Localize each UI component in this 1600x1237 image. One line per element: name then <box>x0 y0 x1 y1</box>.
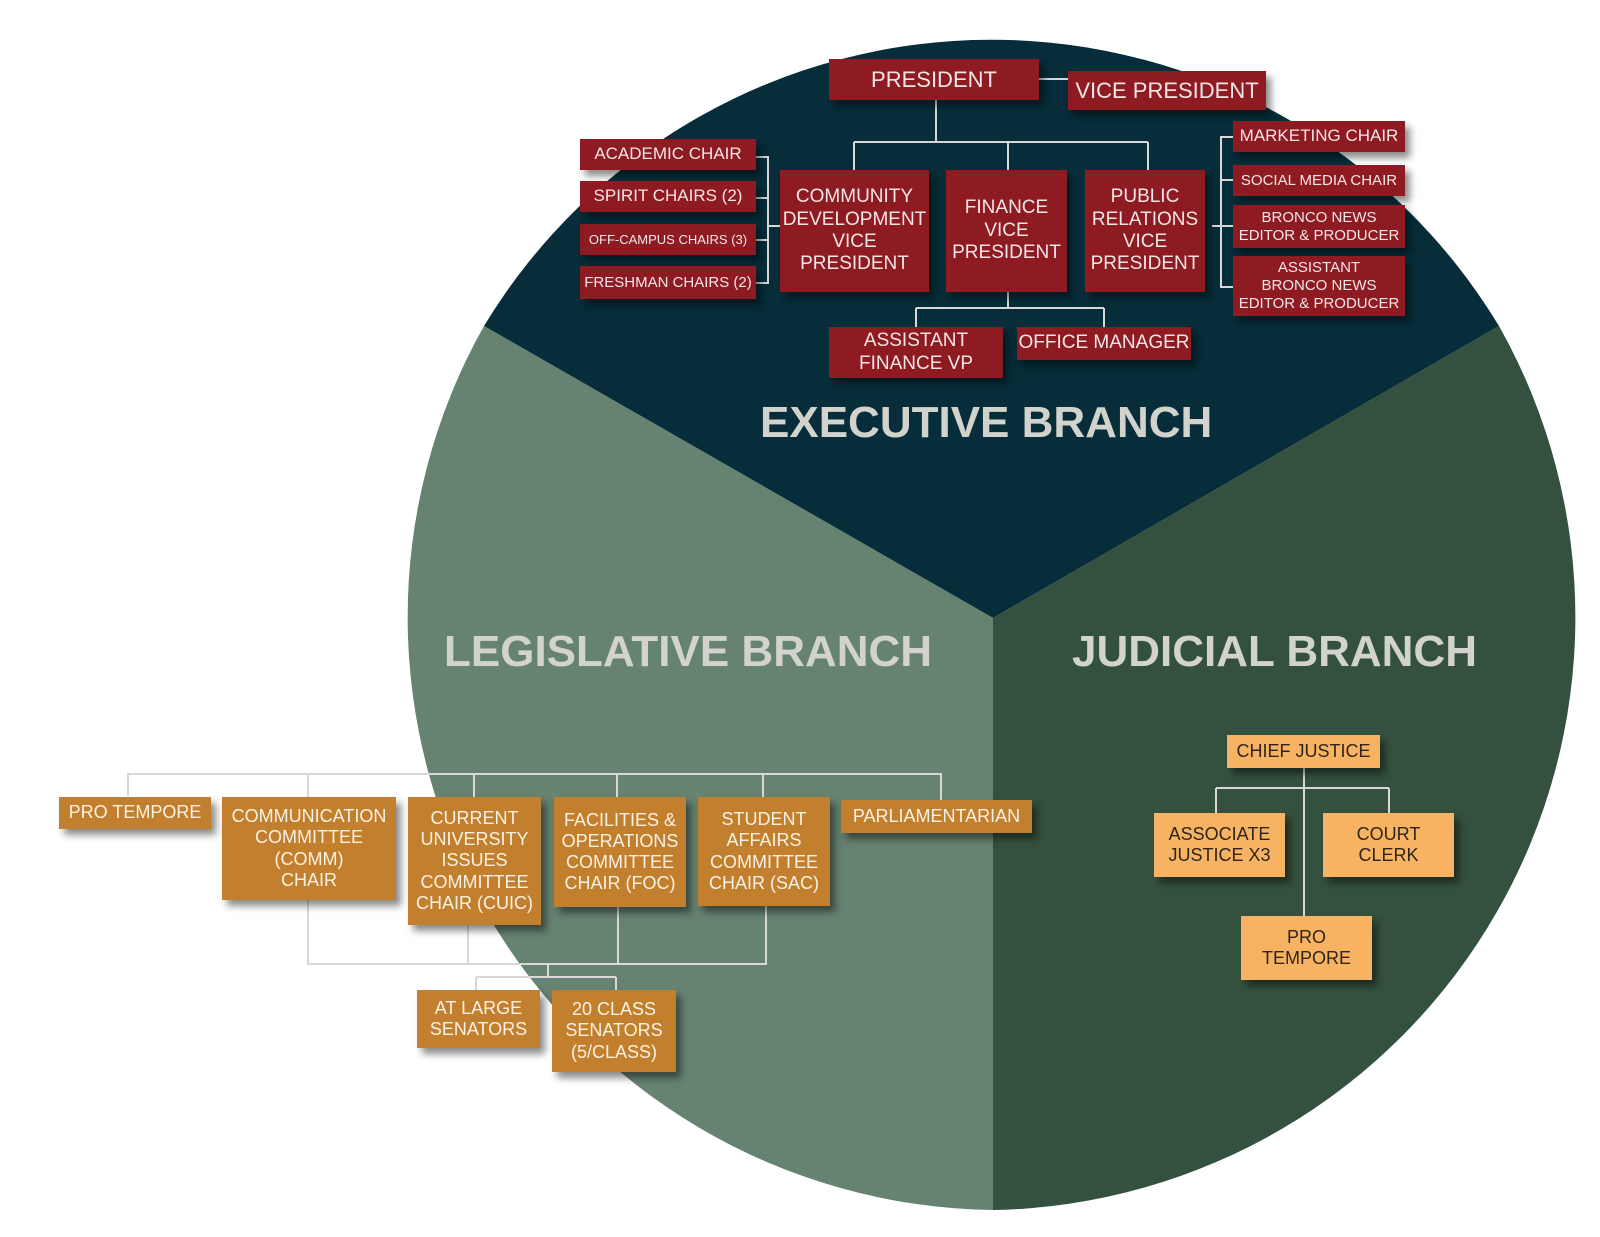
finance-vp-box: FINANCE VICE PRESIDENT <box>946 170 1067 292</box>
vice-president-box: VICE PRESIDENT <box>1068 71 1266 110</box>
executive-branch-title: EXECUTIVE BRANCH <box>760 398 1213 447</box>
associate-justice-box: ASSOCIATE JUSTICE X3 <box>1154 813 1285 877</box>
legislative-pro-tempore-box: PRO TEMPORE <box>59 797 211 829</box>
academic-chair-box: ACADEMIC CHAIR <box>580 139 756 170</box>
parliamentarian-box: PARLIAMENTARIAN <box>841 800 1032 833</box>
sac-chair-box: STUDENT AFFAIRS COMMITTEE CHAIR (SAC) <box>698 797 830 906</box>
judicial-pro-tempore-box: PRO TEMPORE <box>1241 916 1372 980</box>
communication-committee-chair-box: COMMUNICATION COMMITTEE (COMM) CHAIR <box>222 797 396 900</box>
public-relations-vp-box: PUBLIC RELATIONS VICE PRESIDENT <box>1085 170 1205 292</box>
chief-justice-box: CHIEF JUSTICE <box>1227 735 1380 768</box>
court-clerk-box: COURT CLERK <box>1323 813 1454 877</box>
social-media-chair-box: SOCIAL MEDIA CHAIR <box>1233 165 1405 196</box>
office-manager-box: OFFICE MANAGER <box>1017 327 1191 360</box>
freshman-chairs-box: FRESHMAN CHAIRS (2) <box>580 266 756 299</box>
bronco-news-box: BRONCO NEWS EDITOR & PRODUCER <box>1233 205 1405 248</box>
cuic-chair-box: CURRENT UNIVERSITY ISSUES COMMITTEE CHAI… <box>408 797 541 925</box>
marketing-chair-box: MARKETING CHAIR <box>1233 121 1405 152</box>
legislative-branch-title: LEGISLATIVE BRANCH <box>444 627 933 676</box>
at-large-senators-box: AT LARGE SENATORS <box>417 990 540 1048</box>
off-campus-chairs-box: OFF-CAMPUS CHAIRS (3) <box>580 224 756 255</box>
legislative-sector <box>407 326 993 1210</box>
spirit-chairs-box: SPIRIT CHAIRS (2) <box>580 181 756 212</box>
community-development-vp-box: COMMUNITY DEVELOPMENT VICE PRESIDENT <box>780 170 929 292</box>
assistant-bronco-news-box: ASSISTANT BRONCO NEWS EDITOR & PRODUCER <box>1233 256 1405 316</box>
foc-chair-box: FACILITIES & OPERATIONS COMMITTEE CHAIR … <box>554 797 686 907</box>
assistant-finance-vp-box: ASSISTANT FINANCE VP <box>829 327 1003 378</box>
class-senators-box: 20 CLASS SENATORS (5/CLASS) <box>552 990 676 1072</box>
connector-lines <box>127 78 1390 990</box>
judicial-sector <box>993 326 1576 1210</box>
president-box: PRESIDENT <box>829 59 1039 100</box>
judicial-branch-title: JUDICIAL BRANCH <box>1072 627 1477 676</box>
